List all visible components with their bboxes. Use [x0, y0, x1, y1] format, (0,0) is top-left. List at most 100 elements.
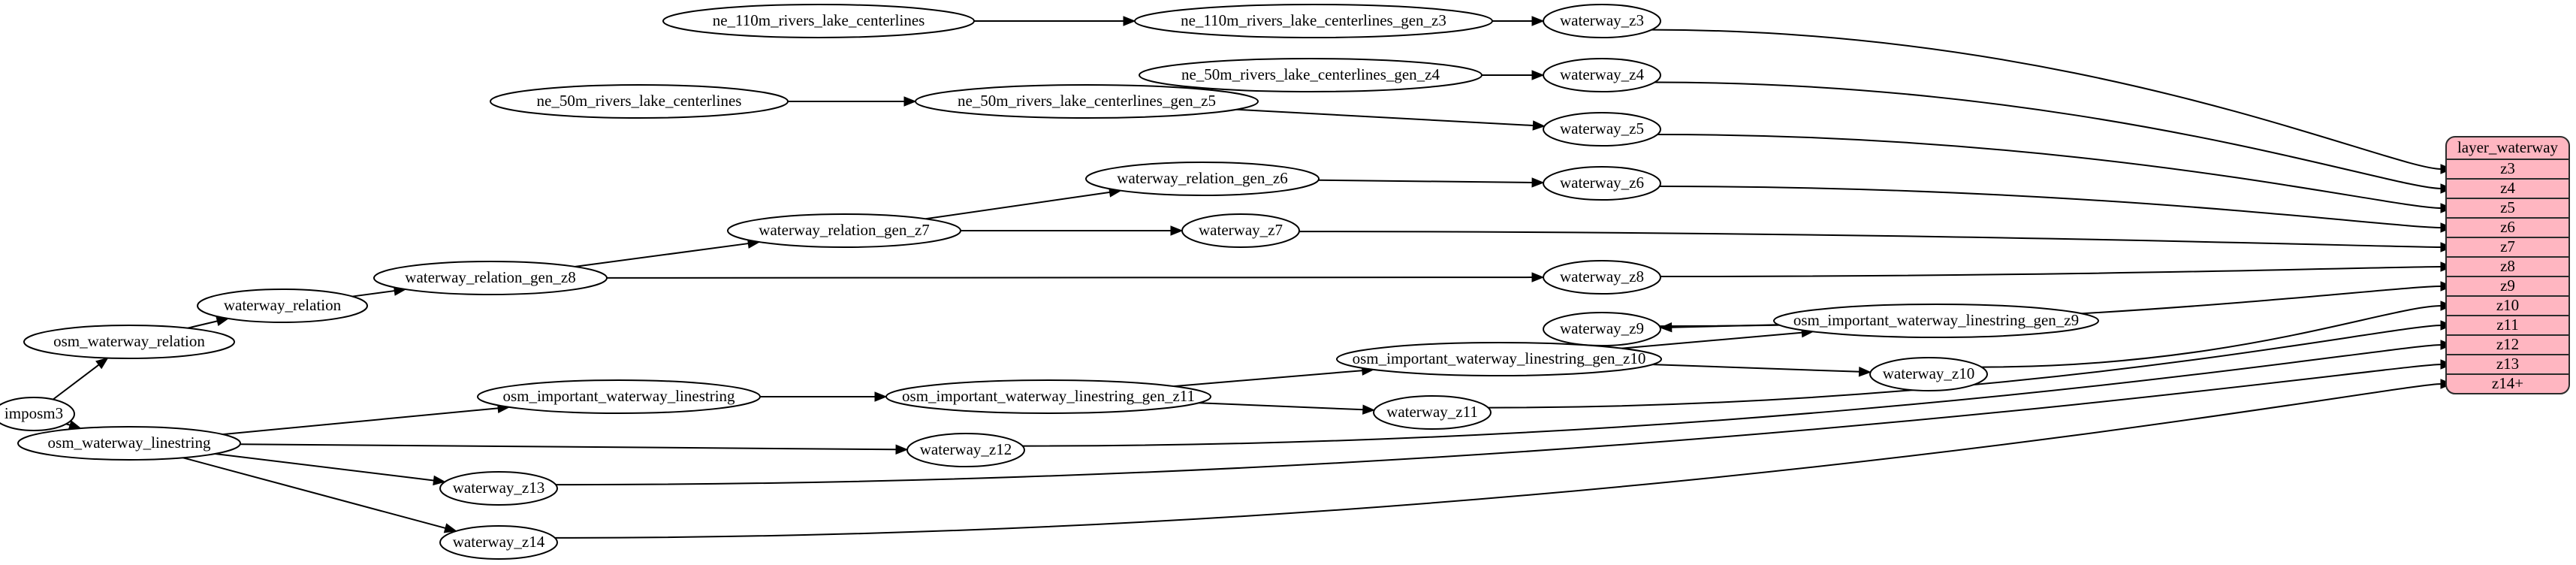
node-osm_important_waterway_linestring_gen_z10[interactable]: osm_important_waterway_linestring_gen_z1… — [1336, 342, 1662, 376]
node-osm_important_waterway_linestring_gen_z11[interactable]: osm_important_waterway_linestring_gen_z1… — [885, 379, 1211, 414]
edge-waterway_z3-to-layer_waterway-z3 — [1651, 29, 2442, 170]
node-ne_50m_rivers_lake_centerlines_gen_z5[interactable]: ne_50m_rivers_lake_centerlines_gen_z5 — [915, 84, 1259, 119]
edge-osm_important_waterway_linestring_gen_z11-to-waterway_z11 — [1199, 402, 1364, 411]
node-shape — [1543, 4, 1661, 38]
node-waterway_z9[interactable]: waterway_z9 — [1543, 312, 1661, 346]
edge-arrowhead — [903, 96, 917, 107]
node-shape — [23, 325, 235, 359]
node-waterway_relation_gen_z6[interactable]: waterway_relation_gen_z6 — [1085, 162, 1320, 196]
node-waterway_relation_gen_z7[interactable]: waterway_relation_gen_z7 — [727, 213, 961, 248]
node-waterway_z5[interactable]: waterway_z5 — [1543, 112, 1661, 147]
table-row-z12[interactable]: z12 — [2496, 335, 2519, 353]
edge-osm_important_waterway_linestring_gen_z10-to-waterway_z10 — [1652, 364, 1860, 373]
node-label: waterway_relation_gen_z7 — [759, 221, 929, 239]
node-label: osm_waterway_linestring — [48, 434, 211, 452]
node-waterway_relation_gen_z8[interactable]: waterway_relation_gen_z8 — [373, 261, 608, 295]
node-shape — [662, 4, 975, 38]
edge-waterway_z13-to-layer_waterway-z13 — [556, 364, 2442, 486]
table-row-z7[interactable]: z7 — [2500, 237, 2515, 255]
node-label: waterway_z13 — [453, 479, 544, 497]
table-row-z8[interactable]: z8 — [2500, 257, 2515, 275]
node-waterway_z10[interactable]: waterway_z10 — [1869, 357, 1988, 391]
edge-waterway_relation_gen_z7-to-waterway_relation_gen_z6 — [925, 191, 1111, 220]
node-shape — [1336, 342, 1662, 376]
node-waterway_z4[interactable]: waterway_z4 — [1543, 58, 1661, 92]
node-label: osm_important_waterway_linestring — [502, 387, 735, 405]
node-shape — [1543, 260, 1661, 295]
table-row-z11[interactable]: z11 — [2496, 316, 2519, 334]
table-row-z14plus[interactable]: z14+ — [2492, 374, 2523, 392]
node-label: ne_110m_rivers_lake_centerlines — [713, 11, 925, 29]
node-imposm3[interactable]: imposm3 — [0, 397, 75, 431]
node-waterway_z6[interactable]: waterway_z6 — [1543, 166, 1661, 201]
node-osm_important_waterway_linestring_gen_z9[interactable]: osm_important_waterway_linestring_gen_z9 — [1773, 304, 2099, 338]
edge-arrowhead — [1362, 404, 1376, 415]
edge-osm_waterway_linestring-to-waterway_z14 — [182, 457, 447, 530]
edge-arrowhead — [1659, 322, 1673, 333]
node-shape — [1773, 304, 2099, 338]
table-row-z10[interactable]: z10 — [2496, 296, 2519, 314]
node-ne_110m_rivers_lake_centerlines[interactable]: ne_110m_rivers_lake_centerlines — [662, 4, 975, 38]
node-waterway_z7[interactable]: waterway_z7 — [1181, 213, 1300, 248]
edge-imposm3-to-osm_waterway_relation — [53, 364, 100, 400]
node-label: waterway_z7 — [1199, 221, 1283, 239]
edge-arrowhead — [1123, 16, 1136, 26]
table-row-z9[interactable]: z9 — [2500, 276, 2515, 295]
edge-arrowhead — [1531, 177, 1545, 188]
node-shape — [1543, 166, 1661, 201]
edge-arrowhead — [1531, 16, 1545, 26]
node-shape — [1139, 58, 1483, 92]
edge-waterway_z11-to-layer_waterway-z11 — [1488, 325, 2442, 409]
table-row-z3[interactable]: z3 — [2500, 159, 2515, 177]
edge-waterway_relation_gen_z8-to-waterway_z8 — [606, 276, 1534, 279]
layer-waterway-table-header: layer_waterway — [2457, 138, 2559, 156]
edge-waterway_z12-to-layer_waterway-z12 — [1022, 344, 2442, 447]
node-label: waterway_z5 — [1560, 119, 1644, 137]
node-shape — [885, 379, 1211, 414]
node-osm_important_waterway_linestring[interactable]: osm_important_waterway_linestring — [477, 379, 761, 414]
node-shape — [906, 433, 1025, 467]
node-waterway_z13[interactable]: waterway_z13 — [439, 471, 558, 506]
edge-osm_important_waterway_linestring_gen_z10-to-osm_important_waterway_linestring_gen_z9 — [1621, 331, 1803, 349]
table-row-z6[interactable]: z6 — [2500, 218, 2515, 236]
node-label: waterway_z8 — [1560, 267, 1644, 286]
node-osm_waterway_relation[interactable]: osm_waterway_relation — [23, 325, 235, 359]
layer-waterway-table-outline — [2445, 136, 2570, 394]
node-osm_waterway_linestring[interactable]: osm_waterway_linestring — [17, 426, 241, 461]
node-label: osm_important_waterway_linestring_gen_z1… — [1353, 349, 1646, 367]
edge-arrowhead — [433, 475, 446, 486]
edge-arrowhead — [874, 391, 888, 402]
edge-arrowhead — [1170, 225, 1184, 236]
table-row-z13[interactable]: z13 — [2496, 355, 2519, 373]
table-row-z4[interactable]: z4 — [2500, 179, 2515, 197]
node-label: ne_50m_rivers_lake_centerlines_gen_z5 — [958, 92, 1216, 110]
edge-osm_waterway_relation-to-waterway_relation — [187, 320, 219, 329]
node-label: waterway_relation — [224, 296, 342, 314]
node-shape — [197, 289, 368, 323]
node-waterway_z11[interactable]: waterway_z11 — [1373, 395, 1492, 430]
node-ne_110m_rivers_lake_centerlines_gen_z3[interactable]: ne_110m_rivers_lake_centerlines_gen_z3 — [1134, 4, 1493, 38]
node-label: waterway_z14 — [453, 533, 545, 551]
node-shape — [439, 471, 558, 506]
node-label: waterway_z6 — [1560, 174, 1644, 192]
node-label: ne_50m_rivers_lake_centerlines_gen_z4 — [1181, 65, 1440, 83]
edge-waterway_z10-to-layer_waterway-z10 — [1981, 305, 2442, 368]
nodes-layer: imposm3 osm_waterway_relation osm_waterway… — [0, 4, 2099, 560]
node-shape — [915, 84, 1259, 119]
table-row-z5[interactable]: z5 — [2500, 198, 2515, 216]
node-waterway_z8[interactable]: waterway_z8 — [1543, 260, 1661, 295]
node-waterway_z14[interactable]: waterway_z14 — [439, 525, 558, 560]
edge-arrowhead — [1858, 367, 1872, 377]
node-waterway_z12[interactable]: waterway_z12 — [906, 433, 1025, 467]
node-label: waterway_z3 — [1560, 11, 1644, 29]
node-ne_50m_rivers_lake_centerlines[interactable]: ne_50m_rivers_lake_centerlines — [490, 84, 789, 119]
edge-waterway_z14-to-layer_waterway-z14+ — [554, 383, 2442, 539]
node-waterway_relation[interactable]: waterway_relation — [197, 289, 368, 323]
edge-waterway_z7-to-layer_waterway-z7 — [1299, 231, 2442, 248]
node-label: ne_50m_rivers_lake_centerlines — [537, 92, 742, 110]
node-shape — [477, 379, 761, 414]
node-ne_50m_rivers_lake_centerlines_gen_z4[interactable]: ne_50m_rivers_lake_centerlines_gen_z4 — [1139, 58, 1483, 92]
node-waterway_z3[interactable]: waterway_z3 — [1543, 4, 1661, 38]
